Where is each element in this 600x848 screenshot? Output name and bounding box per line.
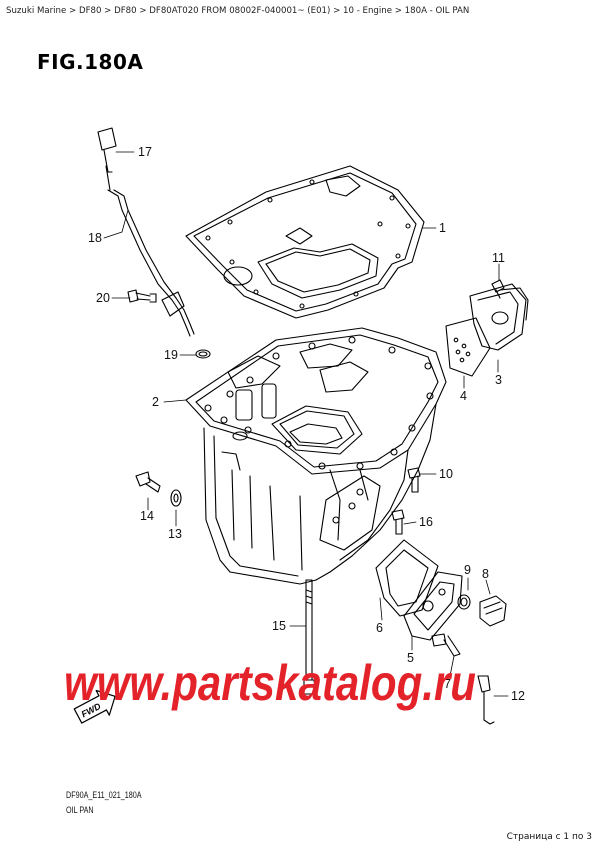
part-name: OIL PAN	[66, 805, 94, 815]
callout-10: 10	[439, 467, 453, 481]
watermark-text: www.partskatalog.ru	[64, 655, 476, 711]
bolt-7-part	[431, 633, 461, 657]
fwd-arrow-icon: FWD	[73, 689, 116, 724]
bolt-16-part	[391, 509, 405, 535]
callout-19: 19	[164, 348, 178, 362]
bolt-10-part	[407, 467, 421, 493]
diagram-code: DF90A_E11_021_180A	[66, 790, 142, 800]
washer-13-part	[170, 489, 182, 507]
callout-1: 1	[439, 221, 446, 235]
callout-16: 16	[419, 515, 433, 529]
breadcrumb: Suzuki Marine > DF80 > DF80 > DF80AT020 …	[6, 6, 470, 16]
callout-11: 11	[492, 251, 505, 265]
callout-2: 2	[152, 395, 159, 409]
gasket-part	[185, 165, 425, 319]
stud-15-part	[303, 579, 317, 695]
callout-17: 17	[138, 145, 152, 159]
callout-8: 8	[482, 567, 489, 581]
callout-7: 7	[444, 677, 451, 691]
leader-lines	[103, 151, 509, 697]
o-ring-19-part	[195, 349, 211, 359]
drain-plug-8-part	[479, 595, 507, 627]
diagram-codes: DF90A_E11_021_180A OIL PAN	[66, 788, 142, 818]
callout-12: 12	[511, 689, 525, 703]
strainer-5-part	[403, 571, 463, 641]
dipstick-part	[97, 127, 195, 337]
callout-15: 15	[272, 619, 286, 633]
gasket-4-part	[445, 317, 491, 377]
bolt-14-part	[135, 471, 161, 493]
callout-14: 14	[140, 509, 154, 523]
callout-3: 3	[495, 373, 502, 387]
bolt-11-part	[491, 279, 505, 299]
callout-20: 20	[96, 291, 110, 305]
bolt-20-part	[127, 289, 157, 303]
callout-6: 6	[376, 621, 383, 635]
page-indicator: Страница с 1 по 3	[506, 832, 592, 842]
callout-5: 5	[407, 651, 414, 665]
o-ring-9-part	[457, 594, 471, 610]
callout-18: 18	[88, 231, 102, 245]
callout-13: 13	[168, 527, 182, 541]
gasket-6-part	[375, 539, 439, 617]
callout-9: 9	[464, 563, 471, 577]
cover-3-part	[469, 283, 529, 351]
oil-pan-part	[185, 327, 447, 585]
clip-12-part	[477, 675, 495, 725]
callout-4: 4	[460, 389, 467, 403]
callout-labels: 17 18 20 19 2 1 11 3 4 10 16 14 13 15 6 …	[88, 145, 525, 703]
figure-title: FIG.180A	[37, 50, 144, 74]
